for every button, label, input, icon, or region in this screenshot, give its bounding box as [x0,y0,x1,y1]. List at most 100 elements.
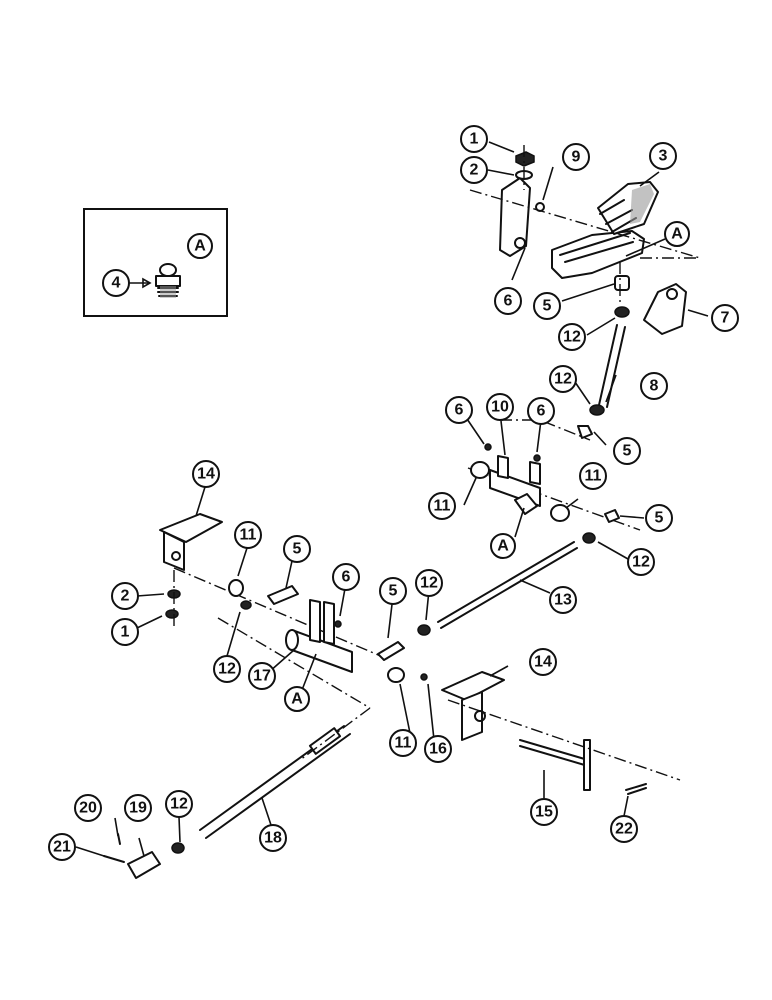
svg-text:12: 12 [554,371,572,388]
callout-12-pedal: 12 [558,323,586,351]
callout-20: 20 [74,794,102,822]
svg-text:6: 6 [455,402,464,419]
svg-text:A: A [497,538,509,555]
callout-10: 10 [486,393,514,421]
callout-12-rod13: 12 [627,548,655,576]
callout-12-clevis: 12 [165,790,193,818]
svg-text:12: 12 [420,575,438,592]
callout-5-lower: 5 [379,577,407,605]
svg-text:12: 12 [632,554,650,571]
callout-5-upper: 5 [613,437,641,465]
svg-text:A: A [671,226,683,243]
callout-9: 9 [562,143,590,171]
svg-text:2: 2 [121,588,130,605]
callout-letter-a-upper: A [490,533,516,559]
callout-5-lower-left: 5 [283,535,311,563]
callout-6-lower: 6 [332,563,360,591]
callout-13: 13 [549,586,577,614]
callout-8: 8 [640,372,668,400]
svg-text:10: 10 [491,399,509,416]
svg-text:19: 19 [129,800,147,817]
callout-12-rod8: 12 [549,365,577,393]
svg-text:12: 12 [218,661,236,678]
callout-19: 19 [124,794,152,822]
callout-12-lower: 12 [415,569,443,597]
svg-text:14: 14 [197,466,215,483]
svg-text:20: 20 [79,800,97,817]
svg-text:15: 15 [535,804,553,821]
svg-text:7: 7 [721,310,730,327]
svg-text:3: 3 [659,148,668,165]
svg-text:1: 1 [470,131,479,148]
callout-16: 16 [424,735,452,763]
callout-21: 21 [48,833,76,861]
grease-fitting-icon [155,263,181,298]
callout-3: 3 [649,142,677,170]
callout-12-shaft: 12 [213,655,241,683]
callout-2-lower: 2 [111,582,139,610]
callout-2-top: 2 [460,156,488,184]
callout-1-lower: 1 [111,618,139,646]
callout-6-pedal: 6 [494,287,522,315]
callout-5-pedal: 5 [533,292,561,320]
svg-text:12: 12 [563,329,581,346]
inset-callout-4: 4 [102,269,130,297]
upper-cross-shaft [467,419,641,531]
svg-text:18: 18 [264,830,282,847]
svg-text:A: A [291,691,303,708]
svg-text:14: 14 [534,654,552,671]
bracket-14-right-lever-15 [441,671,681,795]
svg-text:2: 2 [470,162,479,179]
callout-18: 18 [259,824,287,852]
callout-11-upper-right: 11 [579,462,607,490]
callout-1-top: 1 [460,125,488,153]
svg-text:5: 5 [623,443,632,460]
lower-cross-shaft-17 [217,579,428,709]
link-rod-8 [589,306,630,416]
callout-14-right: 14 [529,648,557,676]
svg-text:8: 8 [650,378,659,395]
bracket-14-left [159,513,391,661]
callout-6-right: 6 [527,397,555,425]
callout-leaders [75,141,709,857]
svg-text:6: 6 [342,569,351,586]
svg-text:5: 5 [293,541,302,558]
callout-11-upper-left: 11 [428,492,456,520]
callout-5-upper-right: 5 [645,504,673,532]
pedal-assembly [469,145,701,335]
svg-text:1: 1 [121,624,130,641]
svg-text:11: 11 [434,498,451,515]
svg-text:16: 16 [429,741,447,758]
rod-13 [417,532,596,636]
svg-text:6: 6 [537,403,546,420]
svg-text:5: 5 [655,510,664,527]
svg-text:17: 17 [253,668,271,685]
callout-17: 17 [248,662,276,690]
svg-text:12: 12 [170,796,188,813]
svg-text:13: 13 [554,592,572,609]
svg-text:6: 6 [504,293,513,310]
inset-detail-a: A 4 [83,208,228,317]
callout-letter-a-lower: A [284,686,310,712]
svg-text:11: 11 [585,468,602,485]
callout-6-left: 6 [445,396,473,424]
inset-letter-a: A [187,233,213,259]
svg-text:9: 9 [572,149,581,166]
callout-14-left: 14 [192,460,220,488]
callout-15: 15 [530,798,558,826]
svg-text:11: 11 [395,735,412,752]
svg-text:5: 5 [389,583,398,600]
rod-18-and-clevis [103,707,371,879]
callout-7: 7 [711,304,739,332]
svg-text:A: A [194,238,206,255]
callout-11-lower-left: 11 [234,521,262,549]
svg-text:21: 21 [53,839,71,856]
svg-text:11: 11 [240,527,257,544]
callout-22: 22 [610,815,638,843]
callout-11-lower: 11 [389,729,417,757]
callout-letter-a-pedal: A [664,221,690,247]
svg-text:22: 22 [615,821,633,838]
svg-text:4: 4 [112,275,121,292]
svg-text:5: 5 [543,298,552,315]
